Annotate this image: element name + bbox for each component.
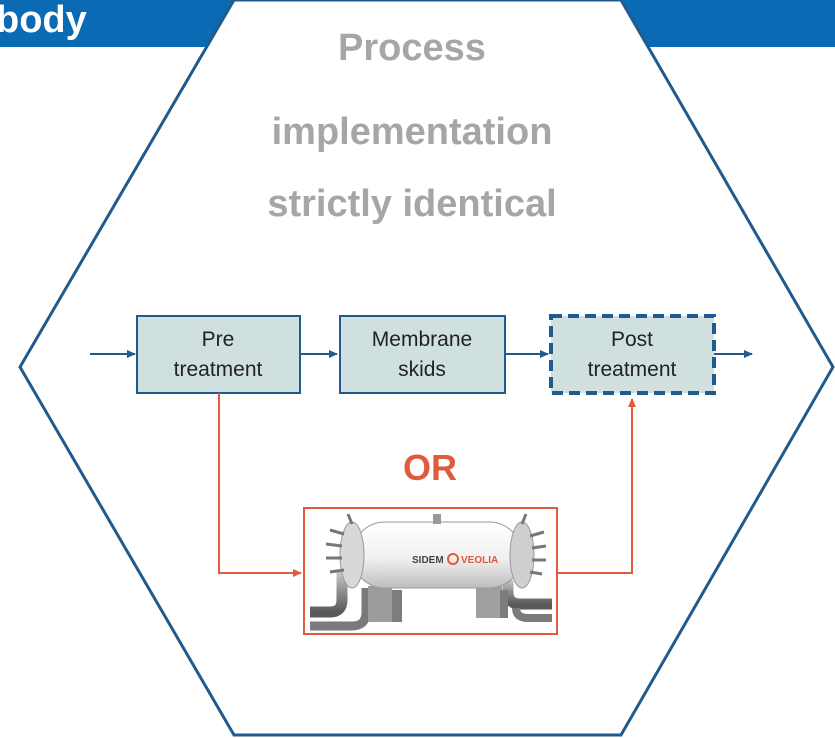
- or-label: OR: [403, 447, 457, 488]
- posttreatment-box: Post treatment: [549, 314, 716, 395]
- header-title-fragment: body: [0, 0, 87, 41]
- pretreatment-label-1: Pre: [202, 328, 235, 351]
- membrane-label-1: Membrane: [372, 328, 472, 351]
- pretreatment-box: Pre treatment: [136, 315, 301, 394]
- posttreatment-label-2: treatment: [588, 358, 677, 381]
- headline-line-2: implementation: [272, 111, 553, 153]
- vessel-logo-sidem: SIDEM: [412, 555, 444, 566]
- pretreatment-label-2: treatment: [174, 358, 263, 381]
- veolia-logo-icon: [447, 553, 459, 565]
- evaporator-vessel-picture: SIDEM VEOLIA: [303, 507, 558, 635]
- vessel-to-posttreatment-arrow: [557, 398, 636, 574]
- membrane-skids-box: Membrane skids: [339, 315, 506, 394]
- headline-line-3: strictly identical: [267, 183, 556, 225]
- posttreatment-label-1: Post: [611, 328, 653, 351]
- headline-line-1: Process: [338, 27, 486, 69]
- vessel-logo-veolia: VEOLIA: [461, 555, 498, 566]
- membrane-label-2: skids: [398, 358, 446, 381]
- pretreatment-to-vessel-arrow: [218, 393, 302, 577]
